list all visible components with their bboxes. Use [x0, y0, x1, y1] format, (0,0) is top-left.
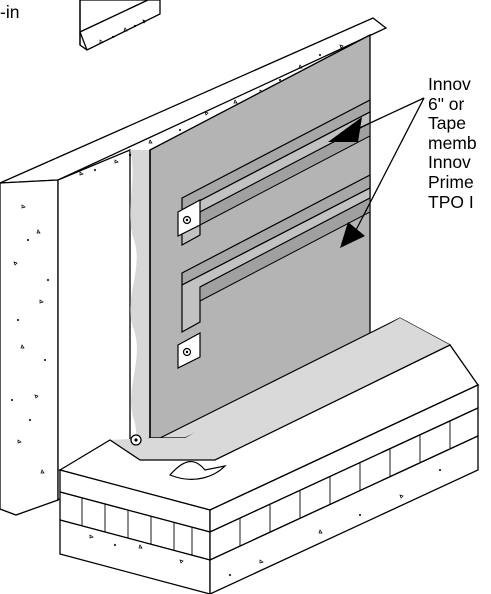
roof-deck — [57, 318, 480, 511]
callout-line-7: TPO I — [428, 191, 474, 212]
callout-line-4: memb — [428, 132, 477, 153]
callout-line-3: Tape — [428, 113, 466, 134]
termination-bar-upper — [177, 99, 371, 247]
callout-text: Innov 6" or Tape memb Innov Prime TPO I — [428, 74, 477, 212]
concrete-wall — [0, 17, 388, 516]
callout-line-1: Innov — [428, 74, 471, 94]
insulation-layers — [59, 383, 479, 594]
upper-concrete-block — [79, 0, 161, 51]
callout-leaders — [328, 97, 425, 248]
callout-line-2: 6" or — [428, 93, 465, 114]
membrane-peel-curl — [168, 461, 227, 480]
leader-arrowhead-lower — [340, 222, 365, 248]
termination-bar-lower — [177, 174, 371, 369]
callout-line-6: Prime — [428, 171, 474, 192]
callout-line-5: Innov — [428, 152, 471, 173]
upper-label: -in — [0, 2, 22, 23]
adhesive-edge — [130, 150, 150, 456]
leader-arrowhead-upper — [328, 117, 362, 142]
